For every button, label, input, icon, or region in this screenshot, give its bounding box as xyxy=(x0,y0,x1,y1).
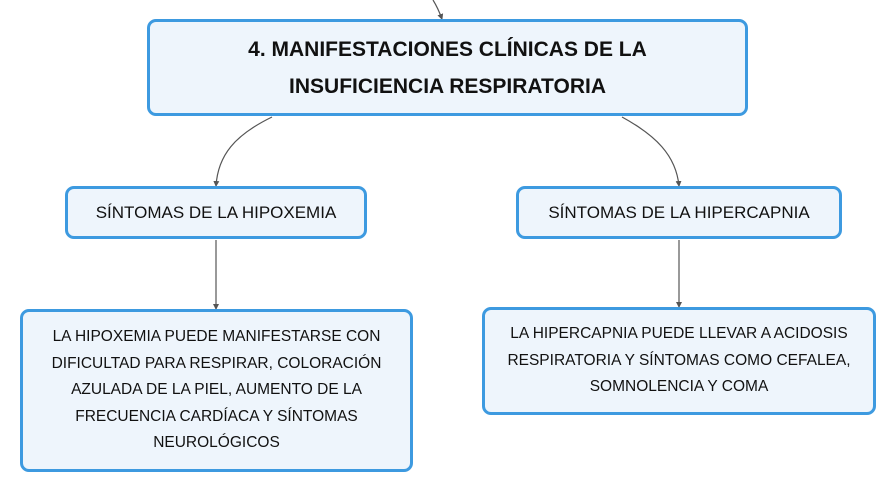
main-topic-text: 4. MANIFESTACIONES CLÍNICAS DE LA INSUFI… xyxy=(248,37,647,98)
hipercapnia-detail-node[interactable]: LA HIPERCAPNIA PUEDE LLEVAR A ACIDOSIS R… xyxy=(482,307,876,415)
connector-parent-to-main xyxy=(432,0,444,20)
hipercapnia-topic-node[interactable]: SÍNTOMAS DE LA HIPERCAPNIA xyxy=(516,186,842,239)
connector-main-to-hipoxemia xyxy=(213,116,273,187)
hipoxemia-detail-node[interactable]: LA HIPOXEMIA PUEDE MANIFESTARSE CON DIFI… xyxy=(20,309,413,472)
hipoxemia-topic-text: SÍNTOMAS DE LA HIPOXEMIA xyxy=(95,202,337,222)
connector-main-to-hipercapnia xyxy=(621,116,682,187)
hipoxemia-topic-node[interactable]: SÍNTOMAS DE LA HIPOXEMIA xyxy=(65,186,367,239)
hipoxemia-detail-text: LA HIPOXEMIA PUEDE MANIFESTARSE CON DIFI… xyxy=(51,328,382,452)
main-topic-node[interactable]: 4. MANIFESTACIONES CLÍNICAS DE LA INSUFI… xyxy=(147,19,748,116)
hipercapnia-detail-text: LA HIPERCAPNIA PUEDE LLEVAR A ACIDOSIS R… xyxy=(507,325,851,396)
hipercapnia-topic-text: SÍNTOMAS DE LA HIPERCAPNIA xyxy=(548,202,810,222)
